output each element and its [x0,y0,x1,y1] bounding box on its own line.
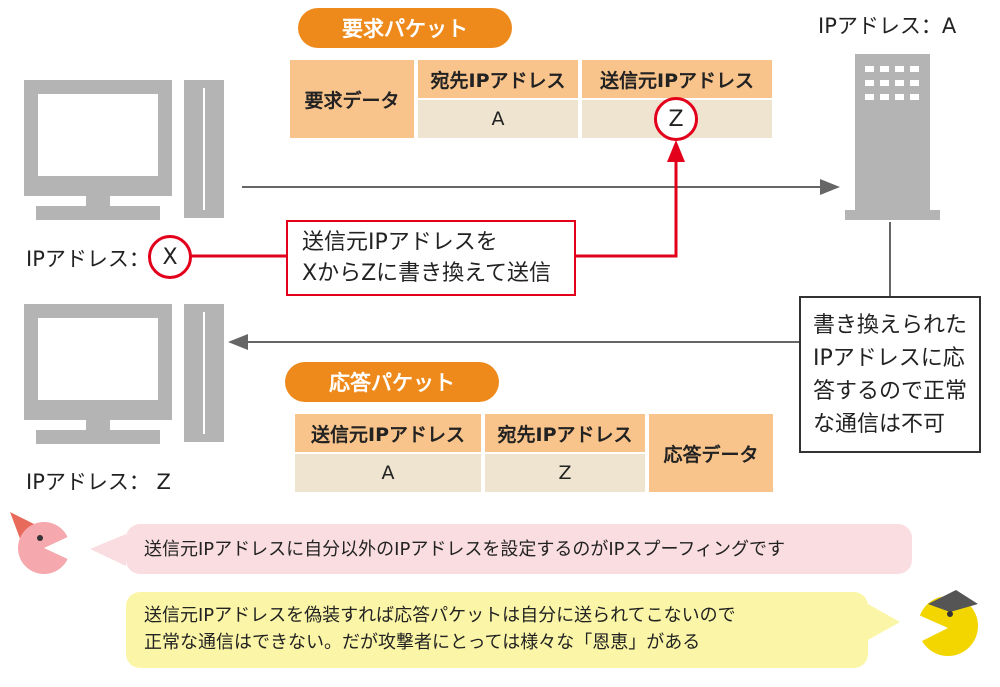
request-packet-title: 要求パケット [298,8,512,48]
rewrite-note-line1: 送信元IPアドレスを [302,230,498,255]
attacker-ip-label: IPアドレス： [26,247,150,271]
server-note-line2: IPアドレスに応 [813,345,965,371]
request-dest-value: A [418,100,578,138]
response-src-header: 送信元IPアドレス [295,414,481,452]
request-dest-header: 宛先IPアドレス [418,60,578,98]
request-src-header: 送信元IPアドレス [582,60,772,98]
spoofed-src-value: Z [654,97,698,141]
yellow-bubble-line1: 送信元IPアドレスを偽装すれば応答パケットは自分に送られてこないので [144,605,736,626]
server-note-line3: 答するので正常 [813,378,968,404]
rewrite-note-line2: XからZに書き換えて送信 [302,261,552,286]
victim-ip-label: IPアドレス： Z [26,470,171,494]
rewrite-note: 送信元IPアドレスを XからZに書き換えて送信 [286,220,576,296]
victim-computer-icon [24,304,224,444]
pink-speech-bubble: 送信元IPアドレスに自分以外のIPアドレスを設定するのがIPスプーフィングです [126,524,912,574]
yellow-character-icon [912,590,978,656]
response-dest-header: 宛先IPアドレス [485,414,645,452]
attacker-ip-value: X [148,235,192,279]
server-note-line1: 書き換えられた [813,312,968,338]
server-icon [845,54,940,220]
server-note: 書き換えられた IPアドレスに応 答するので正常 な通信は不可 [799,296,981,453]
server-ip-label: IPアドレス：A [818,14,957,38]
yellow-speech-bubble: 送信元IPアドレスを偽装すれば応答パケットは自分に送られてこないので 正常な通信… [126,592,868,668]
server-note-line4: な通信は不可 [813,411,946,437]
attacker-computer-icon [24,80,224,220]
response-packet-title: 応答パケット [285,362,499,402]
pink-character-icon [10,512,74,574]
response-dest-value: Z [485,454,645,492]
pink-bubble-text: 送信元IPアドレスに自分以外のIPアドレスを設定するのがIPスプーフィングです [144,538,786,560]
response-src-value: A [295,454,481,492]
request-data-label: 要求データ [290,60,414,138]
response-data-label: 応答データ [649,414,773,492]
yellow-bubble-line2: 正常な通信はできない。だが攻撃者にとっては様々な「恩恵」がある [144,632,701,653]
